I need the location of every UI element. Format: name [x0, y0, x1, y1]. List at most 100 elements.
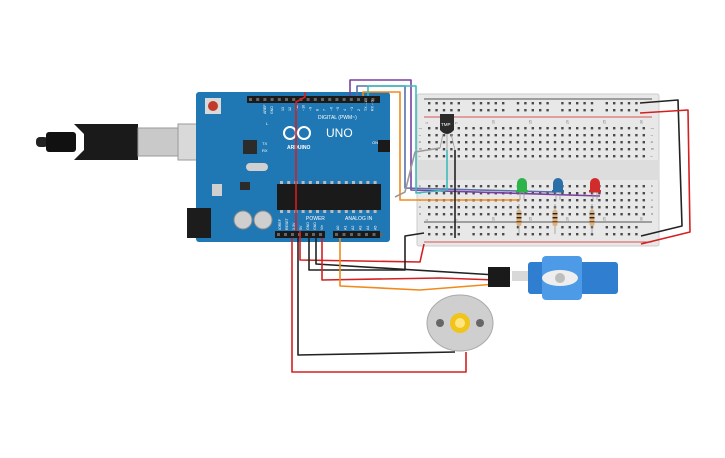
breadboard-hole[interactable]	[479, 233, 483, 236]
breadboard-hole[interactable]	[605, 192, 608, 195]
header-hole[interactable]	[349, 98, 353, 101]
breadboard-hole[interactable]	[583, 199, 586, 202]
breadboard-hole[interactable]	[435, 192, 438, 195]
breadboard-hole[interactable]	[516, 141, 520, 144]
breadboard-hole[interactable]	[635, 155, 638, 158]
breadboard-hole[interactable]	[509, 213, 512, 216]
breadboard-hole[interactable]	[627, 185, 631, 188]
breadboard-hole[interactable]	[553, 192, 557, 195]
breadboard-hole[interactable]	[516, 127, 520, 130]
breadboard-hole[interactable]	[494, 155, 497, 158]
breadboard-hole[interactable]	[435, 213, 438, 216]
breadboard-hole[interactable]	[472, 213, 475, 216]
breadboard-hole[interactable]	[457, 148, 460, 151]
header-hole[interactable]	[350, 233, 353, 236]
breadboard-hole[interactable]	[479, 148, 483, 151]
breadboard-hole[interactable]	[479, 141, 483, 144]
breadboard-hole[interactable]	[590, 192, 594, 195]
breadboard-hole[interactable]	[509, 134, 512, 137]
breadboard-hole[interactable]	[494, 109, 497, 112]
wire-gray-sensor-analog[interactable]	[394, 147, 441, 198]
wire-purple-d3[interactable]	[349, 79, 601, 197]
breadboard-hole[interactable]	[472, 141, 475, 144]
reset-button-cap[interactable]	[208, 101, 218, 111]
breadboard-hole[interactable]	[531, 148, 534, 151]
breadboard-hole[interactable]	[487, 233, 490, 236]
breadboard-hole[interactable]	[428, 102, 431, 105]
breadboard-hole[interactable]	[479, 192, 483, 195]
breadboard-hole[interactable]	[502, 109, 505, 112]
breadboard-hole[interactable]	[561, 233, 564, 236]
breadboard-hole[interactable]	[531, 185, 534, 188]
breadboard-hole[interactable]	[620, 213, 623, 216]
breadboard-hole[interactable]	[465, 148, 468, 151]
breadboard-hole[interactable]	[583, 134, 586, 137]
breadboard-hole[interactable]	[583, 233, 586, 236]
breadboard-hole[interactable]	[613, 185, 616, 188]
breadboard-hole[interactable]	[479, 127, 483, 130]
header-hole[interactable]	[249, 98, 252, 101]
breadboard-hole[interactable]	[428, 185, 431, 188]
breadboard-hole[interactable]	[502, 134, 505, 137]
breadboard-hole[interactable]	[428, 109, 431, 112]
breadboard-hole[interactable]	[605, 141, 608, 144]
header-hole[interactable]	[380, 233, 383, 236]
breadboard-hole[interactable]	[428, 206, 431, 209]
breadboard-hole[interactable]	[546, 233, 549, 236]
breadboard-hole[interactable]	[502, 102, 505, 105]
breadboard-hole[interactable]	[442, 102, 446, 105]
breadboard-hole[interactable]	[613, 206, 616, 209]
breadboard-hole[interactable]	[583, 185, 586, 188]
header-hole[interactable]	[342, 233, 346, 236]
breadboard-hole[interactable]	[576, 109, 579, 112]
breadboard-hole[interactable]	[546, 109, 549, 112]
header-hole[interactable]	[357, 98, 360, 101]
breadboard-hole[interactable]	[494, 226, 497, 229]
breadboard-hole[interactable]	[494, 206, 497, 209]
breadboard-hole[interactable]	[568, 192, 571, 195]
breadboard-hole[interactable]	[479, 213, 483, 216]
resistor[interactable]	[552, 204, 558, 234]
temperature-sensor[interactable]: TMP	[439, 114, 456, 151]
breadboard-hole[interactable]	[442, 185, 446, 188]
breadboard-hole[interactable]	[546, 141, 549, 144]
breadboard-hole[interactable]	[613, 134, 616, 137]
breadboard-hole[interactable]	[627, 213, 631, 216]
breadboard-hole[interactable]	[457, 134, 460, 137]
header-hole[interactable]	[277, 233, 280, 236]
breadboard-hole[interactable]	[531, 102, 534, 105]
breadboard-hole[interactable]	[590, 102, 594, 105]
wire-red-5v[interactable]	[295, 92, 425, 263]
breadboard-hole[interactable]	[502, 148, 505, 151]
breadboard-hole[interactable]	[635, 199, 638, 202]
breadboard-hole[interactable]	[642, 213, 645, 216]
breadboard-hole[interactable]	[472, 109, 475, 112]
breadboard-hole[interactable]	[531, 134, 534, 137]
header-hole[interactable]	[292, 98, 296, 101]
breadboard-hole[interactable]	[472, 192, 475, 195]
breadboard-hole[interactable]	[546, 226, 549, 229]
breadboard-hole[interactable]	[442, 134, 446, 137]
breadboard-hole[interactable]	[590, 109, 594, 112]
breadboard-hole[interactable]	[568, 233, 571, 236]
wire-orange-d4[interactable]	[362, 91, 520, 201]
breadboard-hole[interactable]	[605, 102, 608, 105]
breadboard-hole[interactable]	[590, 155, 594, 158]
breadboard-hole[interactable]	[561, 206, 564, 209]
breadboard-hole[interactable]	[576, 102, 579, 105]
breadboard-hole[interactable]	[590, 141, 594, 144]
breadboard-hole[interactable]	[583, 155, 586, 158]
breadboard-hole[interactable]	[635, 185, 638, 188]
breadboard-hole[interactable]	[583, 148, 586, 151]
breadboard-hole[interactable]	[553, 155, 557, 158]
header-hole[interactable]	[306, 98, 310, 101]
breadboard-hole[interactable]	[435, 185, 438, 188]
breadboard-hole[interactable]	[524, 155, 527, 158]
breadboard-hole[interactable]	[613, 226, 616, 229]
breadboard-hole[interactable]	[642, 127, 645, 130]
breadboard-hole[interactable]	[583, 213, 586, 216]
breadboard-hole[interactable]	[598, 192, 601, 195]
breadboard-hole[interactable]	[627, 192, 631, 195]
breadboard-hole[interactable]	[539, 148, 542, 151]
breadboard-hole[interactable]	[620, 109, 623, 112]
